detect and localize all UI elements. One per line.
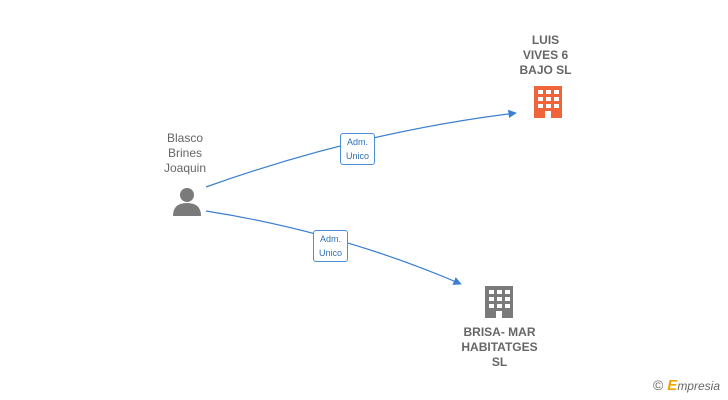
person-icon[interactable]: [173, 188, 201, 216]
copyright-icon: ©: [652, 377, 664, 393]
building-icon[interactable]: [534, 86, 562, 118]
building-icon[interactable]: [485, 286, 513, 318]
edge-label-admin-unico: Adm. Unico: [313, 230, 349, 262]
empresia-logo-text: mpresia: [677, 379, 720, 393]
empresia-logo-initial: E: [667, 377, 678, 394]
company-main-name-label[interactable]: LUIS VIVES 6 BAJO SL: [519, 33, 572, 77]
company-other-name-label[interactable]: BRISA- MAR HABITATGES SL: [461, 325, 538, 369]
edge-label-admin-unico: Adm. Unico: [340, 133, 376, 165]
person-name-label[interactable]: Blasco Brines Joaquin: [163, 131, 207, 175]
empresia-watermark: ©Empresia: [653, 377, 720, 394]
